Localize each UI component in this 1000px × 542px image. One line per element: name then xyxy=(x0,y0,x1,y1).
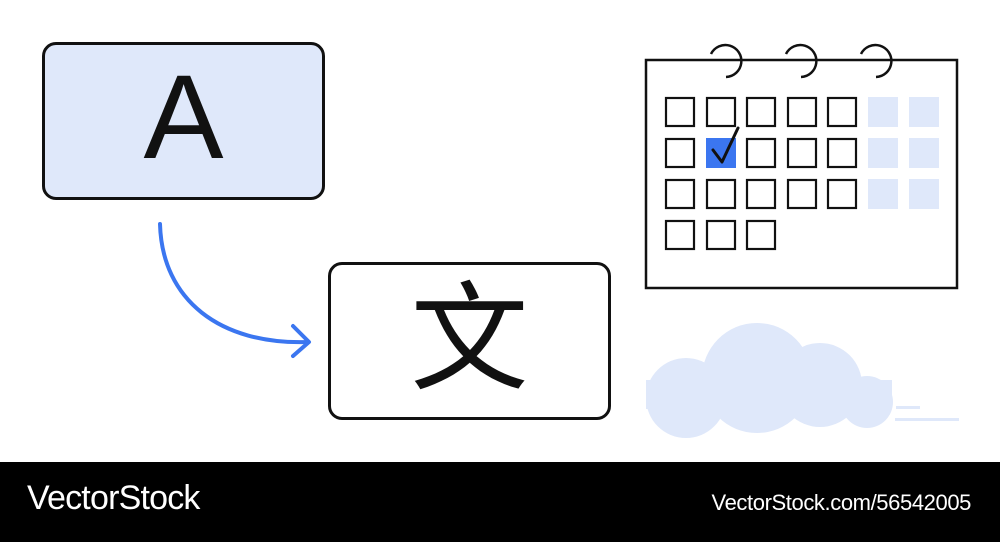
curved-arrow-icon xyxy=(158,222,311,358)
illustration-graphics xyxy=(158,43,959,438)
footer-url: VectorStock.com/56542005 xyxy=(711,490,972,515)
calendar-weekend-cell xyxy=(909,97,939,127)
calendar-row-1 xyxy=(664,96,858,128)
source-letter-card: A xyxy=(42,42,325,200)
calendar-row-4 xyxy=(664,219,777,251)
calendar-weekend-cell xyxy=(868,179,898,209)
footer-brand: VectorStock xyxy=(27,479,200,517)
calendar-row-2 xyxy=(664,137,858,169)
letter-a-glyph: A xyxy=(143,50,224,184)
chinese-character-glyph: 文 xyxy=(410,270,529,408)
calendar-weekend-cell xyxy=(868,97,898,127)
cloud-icon xyxy=(646,323,959,438)
calendar-rings xyxy=(709,43,893,79)
calendar-icon xyxy=(644,43,959,290)
translated-character-card: 文 xyxy=(328,262,611,420)
calendar-row-3 xyxy=(664,178,858,210)
calendar-weekend-cell xyxy=(909,179,939,209)
calendar-weekend-cell xyxy=(868,138,898,168)
translation-illustration: A 文 xyxy=(42,42,959,438)
calendar-weekend-cell xyxy=(909,138,939,168)
watermark-footer: VectorStock VectorStock.com/56542005 xyxy=(0,462,1000,542)
checkmark-icon xyxy=(711,126,740,164)
